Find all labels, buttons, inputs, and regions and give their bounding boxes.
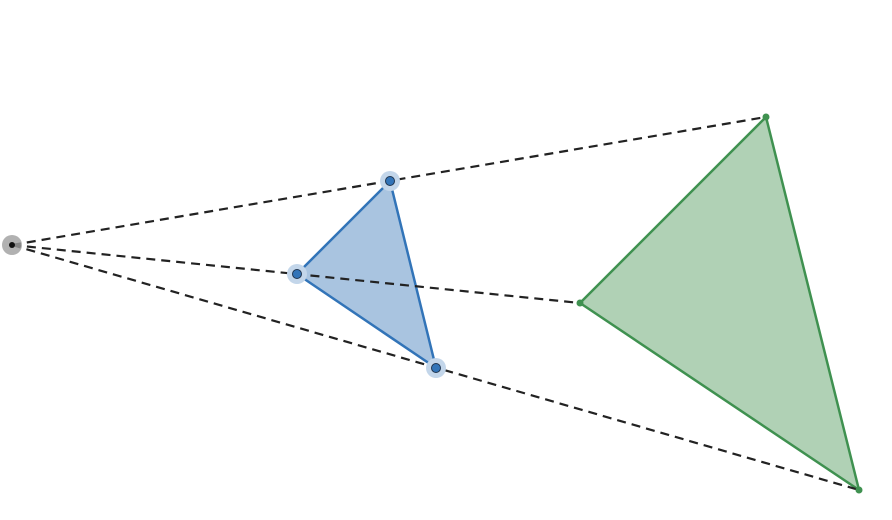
image-vertex-point — [855, 486, 863, 494]
image-vertex-point — [576, 299, 584, 307]
image-vertex-point — [762, 113, 770, 121]
image-triangle — [578, 115, 861, 492]
vertex-point[interactable] — [431, 363, 441, 373]
vertex-point[interactable] — [385, 176, 395, 186]
original-triangle — [295, 179, 438, 370]
vertex-point[interactable] — [292, 269, 302, 279]
original-vertices — [287, 171, 446, 378]
center-point[interactable] — [9, 242, 15, 248]
image-vertices — [576, 113, 863, 494]
